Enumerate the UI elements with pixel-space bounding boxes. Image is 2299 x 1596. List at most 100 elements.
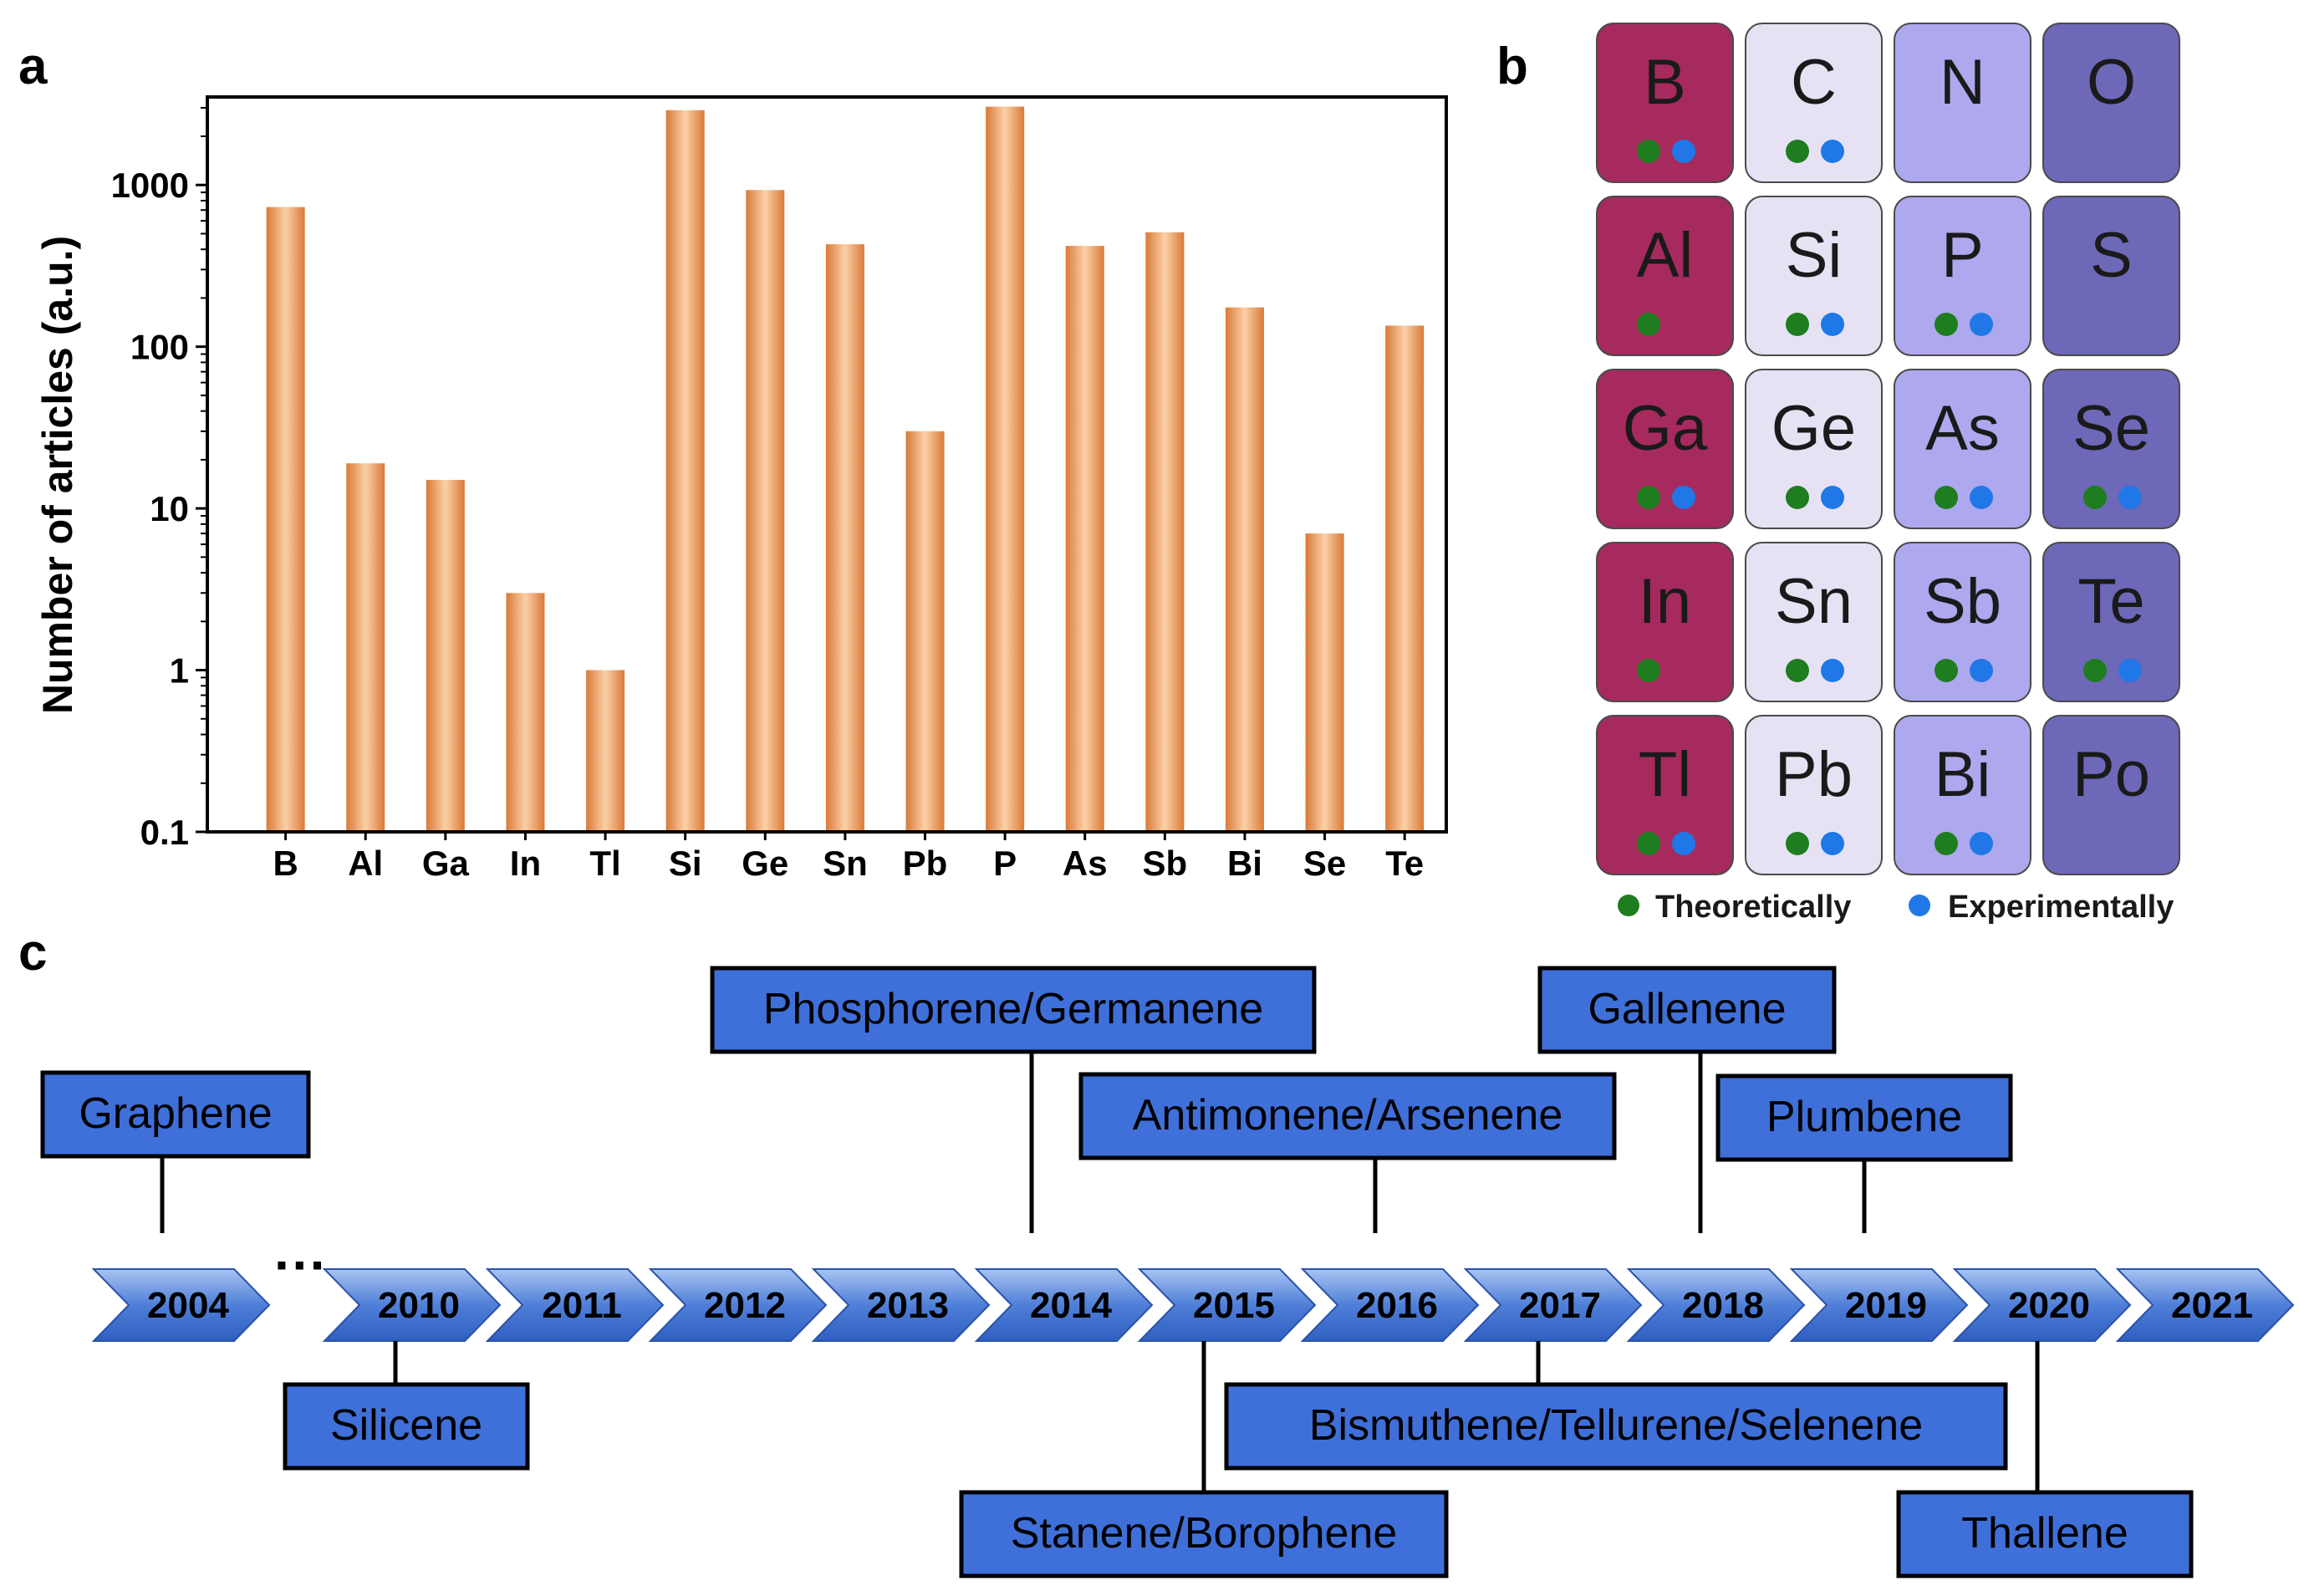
timeline-ellipsis: ···	[274, 1235, 328, 1295]
x-tick-label: Tl	[589, 844, 620, 883]
bar-Si	[665, 110, 705, 833]
event-box	[1224, 1382, 2008, 1471]
bar-Bi	[1225, 307, 1264, 833]
element-symbol: In	[1639, 566, 1691, 637]
element-symbol: N	[1940, 47, 1986, 118]
y-tick-label: 100	[130, 328, 189, 367]
theory-legend-dot	[1618, 895, 1639, 916]
experiment-marker	[1970, 832, 1993, 855]
year-label: 2020	[2008, 1285, 2090, 1326]
year-chevron	[811, 1268, 991, 1342]
event-label: Thallene	[1961, 1509, 2128, 1558]
element-symbol: P	[1941, 220, 1984, 291]
element-tile-As	[1894, 369, 2031, 529]
theory-marker	[1637, 486, 1660, 509]
year-chevron	[485, 1268, 665, 1342]
element-tile-Pb	[1745, 715, 1883, 875]
y-tick-label: 1	[170, 651, 189, 691]
bar-Ga	[426, 480, 465, 832]
event-box	[283, 1382, 530, 1471]
x-tick-label: Se	[1303, 844, 1346, 883]
theory-marker	[1637, 659, 1660, 682]
year-label: 2010	[378, 1285, 460, 1326]
event-box	[1078, 1072, 1617, 1160]
element-symbol: Po	[2072, 739, 2150, 810]
ptable-legend: Theoretically Experimentally	[1618, 890, 2174, 925]
bar-Tl	[586, 670, 625, 832]
element-symbol: C	[1791, 47, 1837, 118]
panel-label-b: b	[1496, 38, 1528, 95]
x-tick-label: Bi	[1227, 844, 1262, 883]
theory-marker	[1935, 313, 1958, 336]
year-chevron	[1626, 1268, 1806, 1342]
element-symbol: Pb	[1775, 739, 1853, 810]
theory-marker	[2083, 486, 2107, 509]
element-tile-N	[1894, 23, 2031, 183]
year-label: 2015	[1193, 1285, 1275, 1326]
theory-marker	[1786, 659, 1809, 682]
year-chevron	[1789, 1268, 1969, 1342]
element-symbol: As	[1925, 393, 2000, 464]
year-label: 2011	[542, 1285, 621, 1326]
experiment-marker	[2118, 659, 2142, 682]
bar-Sb	[1145, 232, 1185, 833]
year-label: 2004	[147, 1285, 229, 1326]
year-chevron	[322, 1268, 502, 1342]
element-symbol: Sn	[1775, 566, 1853, 637]
year-label: 2012	[704, 1285, 786, 1326]
x-tick-label: Al	[348, 844, 383, 883]
bar-Pb	[905, 431, 945, 832]
experiment-marker	[1970, 659, 1993, 682]
year-label: 2017	[1519, 1285, 1601, 1326]
year-chevron	[91, 1268, 271, 1342]
theory-marker	[1786, 140, 1809, 163]
year-chevron	[1137, 1268, 1317, 1342]
event-label: Bismuthene/Tellurene/Selenene	[1309, 1401, 1923, 1450]
element-symbol: Si	[1786, 220, 1843, 291]
element-tile-Tl	[1596, 715, 1734, 875]
year-label: 2019	[1845, 1285, 1927, 1326]
x-tick-label: Te	[1385, 844, 1424, 883]
element-symbol: Al	[1637, 220, 1694, 291]
year-label: 2013	[867, 1285, 949, 1326]
theory-marker	[1786, 832, 1809, 855]
x-tick-label: As	[1063, 844, 1108, 883]
event-box	[959, 1490, 1449, 1578]
bar-B	[266, 207, 305, 832]
x-tick-label: In	[510, 844, 541, 883]
experiment-legend-label: Experimentally	[1948, 890, 2174, 925]
element-tile-B	[1596, 23, 1734, 183]
element-tile-In	[1596, 542, 1734, 702]
plot-frame	[206, 95, 1448, 834]
year-chevron	[2115, 1268, 2295, 1342]
element-symbol: Sb	[1924, 566, 2001, 637]
element-symbol: Bi	[1935, 739, 1991, 810]
bar-Sn	[825, 244, 864, 832]
element-symbol: S	[2090, 220, 2133, 291]
element-tile-Sn	[1745, 542, 1883, 702]
year-label: 2018	[1682, 1285, 1764, 1326]
event-label: Gallenene	[1588, 985, 1786, 1033]
element-tile-Bi	[1894, 715, 2031, 875]
event-label: Phosphorene/Germanene	[763, 985, 1263, 1033]
theory-marker	[1935, 659, 1958, 682]
experiment-marker	[1672, 832, 1695, 855]
theory-marker	[1786, 313, 1809, 336]
element-tile-S	[2042, 196, 2180, 356]
theory-marker	[1935, 832, 1958, 855]
element-tile-Ga	[1596, 369, 1734, 529]
year-chevron	[1463, 1268, 1643, 1342]
year-chevron	[648, 1268, 828, 1342]
bar-Se	[1305, 533, 1344, 832]
year-chevron	[974, 1268, 1154, 1342]
panel-label-c: c	[18, 924, 47, 982]
experiment-marker	[1970, 486, 1993, 509]
bar-In	[506, 593, 545, 832]
element-tile-P	[1894, 196, 2031, 356]
element-tile-Si	[1745, 196, 1883, 356]
element-symbol: Te	[2077, 566, 2144, 637]
bar-Ge	[746, 190, 785, 833]
y-axis-label: Number of articles (a.u.)	[34, 236, 81, 714]
